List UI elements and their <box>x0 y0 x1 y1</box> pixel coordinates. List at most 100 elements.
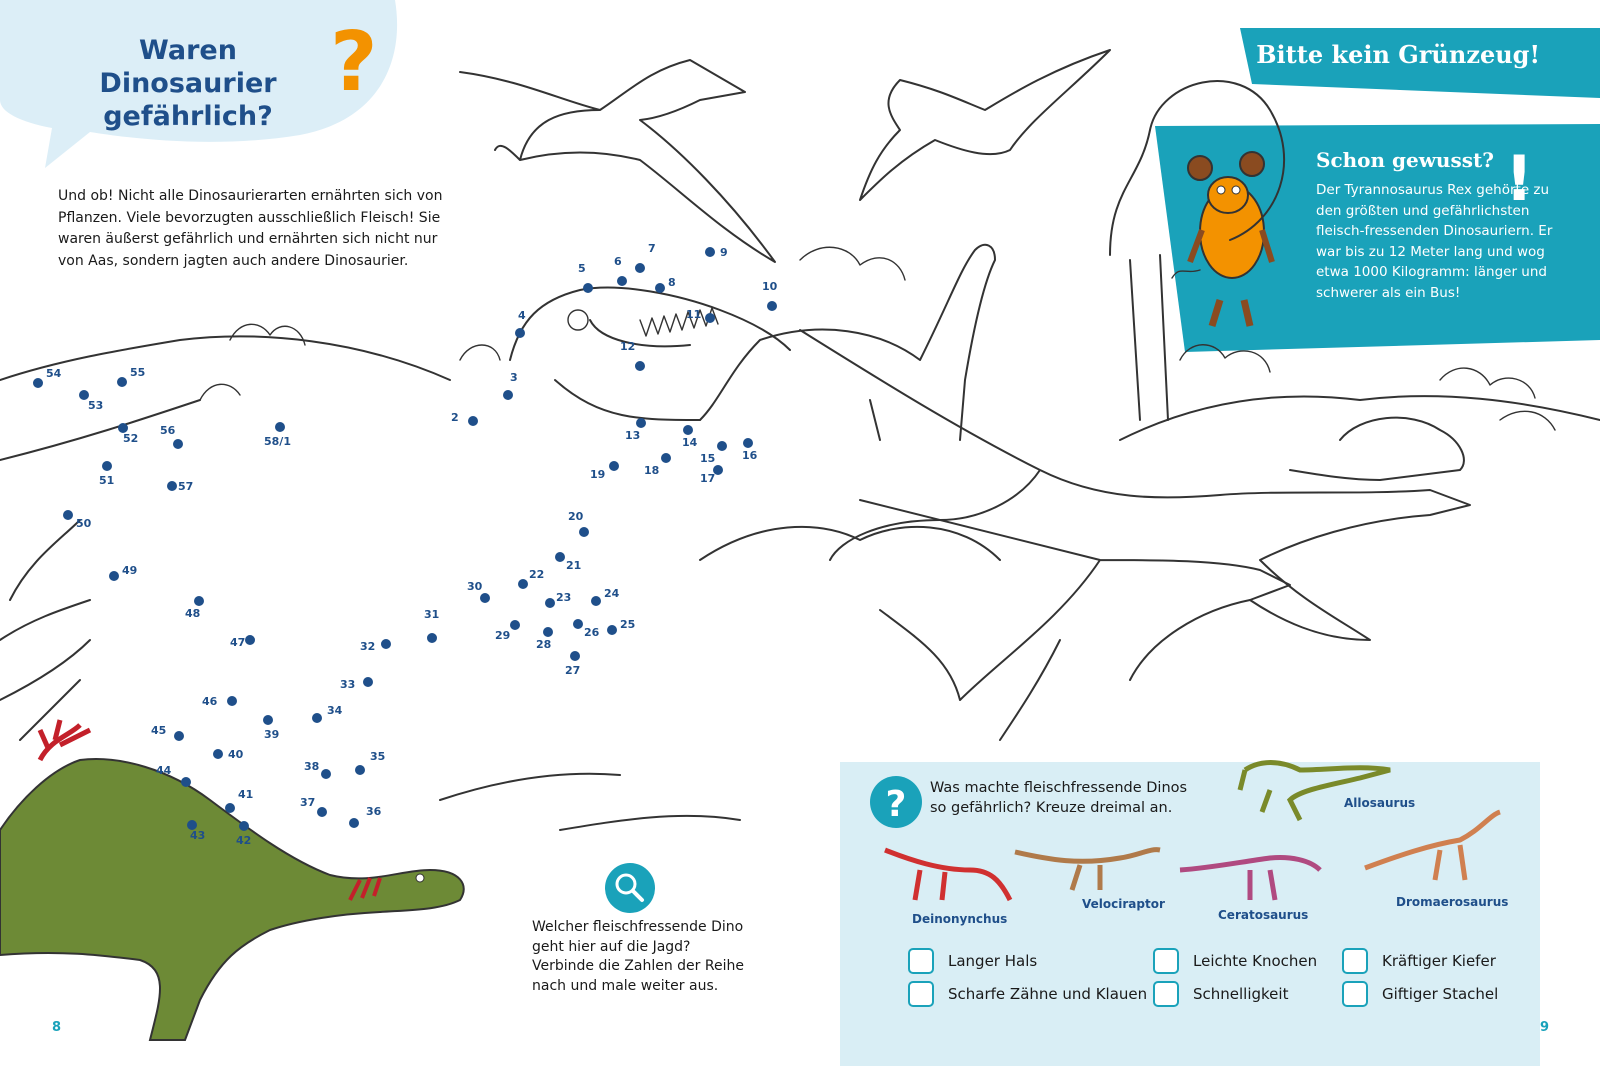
dot-label-58-1: 58/1 <box>264 435 291 448</box>
dot-label-36: 36 <box>366 805 382 818</box>
dot-label-15: 15 <box>700 452 715 465</box>
dot-4 <box>515 328 525 338</box>
dot-label-41: 41 <box>238 788 253 801</box>
dot-43 <box>187 820 197 830</box>
pterosaur-right <box>859 49 1111 201</box>
option-scharfe-zaehne[interactable]: Scharfe Zähne und Klauen <box>908 981 1147 1007</box>
dot-label-55: 55 <box>130 366 145 379</box>
dot-12 <box>635 361 645 371</box>
dot-46 <box>227 696 237 706</box>
dot-label-18: 18 <box>644 464 659 477</box>
dot-27 <box>570 651 580 661</box>
dot-label-32: 32 <box>360 640 375 653</box>
dot-label-54: 54 <box>46 367 62 380</box>
checkbox[interactable] <box>908 981 934 1007</box>
checkbox[interactable] <box>908 948 934 974</box>
dot-25 <box>607 625 617 635</box>
dot-label-48: 48 <box>185 607 200 620</box>
option-label: Leichte Knochen <box>1193 952 1318 970</box>
dot-label-22: 22 <box>529 568 544 581</box>
hunt-task-text: Welcher fleischfressende Dino geht hier … <box>532 919 744 994</box>
dino-running-2 <box>859 499 1291 741</box>
checkbox[interactable] <box>1153 948 1179 974</box>
dot-49 <box>109 571 119 581</box>
quiz-question: Was machte fleischfressende Dinos so gef… <box>930 780 1188 816</box>
dot-label-27: 27 <box>565 664 580 677</box>
dot-20 <box>579 527 589 537</box>
option-schnelligkeit[interactable]: Schnelligkeit <box>1153 981 1288 1007</box>
option-label: Giftiger Stachel <box>1382 985 1499 1003</box>
dot-18 <box>661 453 671 463</box>
option-leichte-knochen[interactable]: Leichte Knochen <box>1153 948 1317 974</box>
dot-label-31: 31 <box>424 608 439 621</box>
dot-label-8: 8 <box>668 276 676 289</box>
mouse-character <box>1171 151 1275 328</box>
question-mark-icon: ? <box>330 15 378 110</box>
dot-label-24: 24 <box>604 587 620 600</box>
dot-48 <box>194 596 204 606</box>
dot-label-7: 7 <box>648 242 656 255</box>
dot-17 <box>713 465 723 475</box>
dot-37 <box>317 807 327 817</box>
dot-label-30: 30 <box>467 580 483 593</box>
dot-23 <box>545 598 555 608</box>
intro-text: Und ob! Nicht alle Dinosaurierarten ernä… <box>58 188 443 269</box>
option-label: Schnelligkeit <box>1193 985 1289 1003</box>
magnifier-icon <box>605 863 655 913</box>
dot-29 <box>510 620 520 630</box>
dot-26 <box>573 619 583 629</box>
dot-label-16: 16 <box>742 449 758 462</box>
dot-58-1 <box>275 422 285 432</box>
dot-8 <box>655 283 665 293</box>
dot-3 <box>503 390 513 400</box>
dot-label-43: 43 <box>190 829 205 842</box>
dot-label-3: 3 <box>510 371 518 384</box>
option-label: Langer Hals <box>948 952 1038 970</box>
dot-22 <box>518 579 528 589</box>
dino-label-deinonynchus: Deinonynchus <box>912 912 1008 926</box>
dot-5 <box>583 283 593 293</box>
dot-label-51: 51 <box>99 474 114 487</box>
option-giftiger-stachel[interactable]: Giftiger Stachel <box>1342 981 1498 1007</box>
landscape-lines <box>0 335 1600 831</box>
dot-label-9: 9 <box>720 246 728 259</box>
page-title: Waren Dinosaurier gefährlich? <box>99 35 277 132</box>
dino-label-velociraptor: Velociraptor <box>1082 897 1165 911</box>
dot-16 <box>743 438 753 448</box>
green-dino <box>0 719 465 1041</box>
dot-label-53: 53 <box>88 399 103 412</box>
dot-44 <box>181 777 191 787</box>
dot-28 <box>543 627 553 637</box>
option-kraeftiger-kiefer[interactable]: Kräftiger Kiefer <box>1342 948 1496 974</box>
dot-label-49: 49 <box>122 564 137 577</box>
dot-label-13: 13 <box>625 429 640 442</box>
checkbox[interactable] <box>1342 948 1368 974</box>
dot-50 <box>63 510 73 520</box>
speech-bubble <box>0 0 398 168</box>
option-langer-hals[interactable]: Langer Hals <box>908 948 1037 974</box>
dot-54 <box>33 378 43 388</box>
dot-label-39: 39 <box>264 728 279 741</box>
dot-39 <box>263 715 273 725</box>
dot-9 <box>705 247 715 257</box>
quiz-panel <box>840 762 1540 1066</box>
dot-label-10: 10 <box>762 280 778 293</box>
dot-label-33: 33 <box>340 678 355 691</box>
dot-55 <box>117 377 127 387</box>
velociraptor-illustration <box>1014 847 1161 891</box>
dot-label-50: 50 <box>76 517 92 530</box>
dot-label-20: 20 <box>568 510 584 523</box>
dino-label-dromaerosaurus: Dromaerosaurus <box>1396 895 1509 909</box>
svg-text:?: ? <box>886 784 907 825</box>
dot-label-14: 14 <box>682 436 698 449</box>
page-number-right: 9 <box>1540 1020 1550 1035</box>
dot-52 <box>118 423 128 433</box>
dot-label-4: 4 <box>518 309 526 322</box>
dot-label-38: 38 <box>304 760 319 773</box>
dot-41 <box>225 803 235 813</box>
checkbox[interactable] <box>1342 981 1368 1007</box>
checkbox[interactable] <box>1153 981 1179 1007</box>
dot-label-26: 26 <box>584 626 600 639</box>
